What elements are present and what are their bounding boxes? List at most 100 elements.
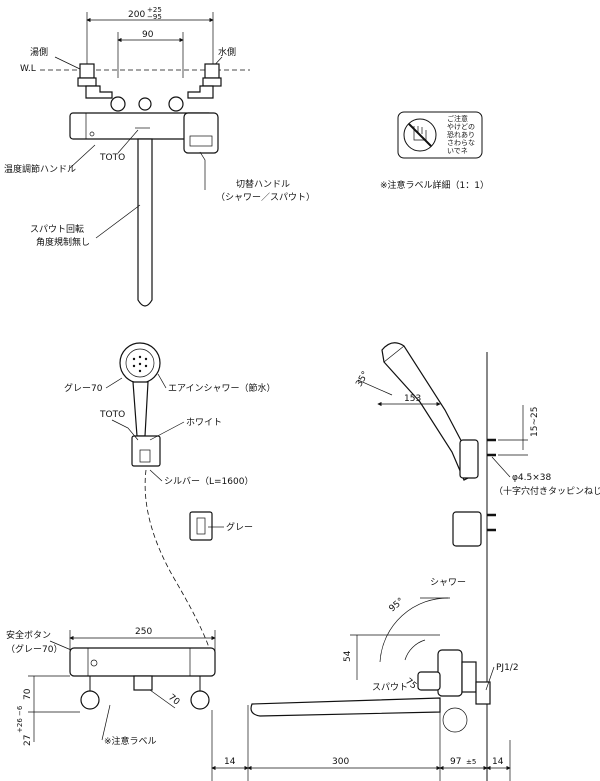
- hot-union: [79, 63, 95, 79]
- cold-side-label: 水側: [218, 46, 236, 58]
- caution-detail-caption: ※注意ラベル詳細（1：1）: [380, 179, 489, 191]
- angle70-line: [149, 689, 176, 709]
- holder-detail-slot: [196, 517, 206, 535]
- caution-line-1: ご注意: [447, 114, 468, 123]
- bottom-dimensions: 14 300 97 ±5 14: [211, 705, 511, 781]
- dim-200-tol-minus: −95: [147, 13, 162, 21]
- switch-handle-label: 切替ハンドル: [236, 178, 290, 190]
- nozzle-7: [138, 369, 142, 373]
- top-view: 200 +25 −95 90 W.L 湯側 水側: [4, 6, 315, 307]
- spout-side: [250, 697, 441, 717]
- hot-leader: [54, 56, 83, 71]
- safety-button-sub: （グレー70）: [6, 643, 62, 655]
- dim-70-angle: 70: [166, 693, 181, 708]
- angle-95: 95°: [388, 596, 407, 614]
- prohibit-slash: [408, 123, 432, 147]
- switch-handle-top: [183, 112, 219, 154]
- white-label: ホワイト: [186, 417, 222, 428]
- upper-holder-side: [459, 439, 479, 479]
- dim-250: 250: [135, 627, 152, 637]
- toto-label-shower: TOTO: [99, 410, 125, 420]
- silver-leader: [149, 469, 163, 482]
- dim-153: 153: [404, 394, 421, 404]
- spout-rotation-arc: [404, 639, 426, 661]
- front-outlet: [133, 675, 153, 691]
- screw-label: φ4.5×38: [512, 473, 552, 483]
- dim-27: 27: [23, 735, 33, 746]
- lower-holder-side: [452, 511, 482, 547]
- spout-rotation-label2: 角度規制無し: [36, 236, 90, 248]
- angle35-line: [357, 379, 393, 396]
- toto-leader: [117, 129, 139, 154]
- dim-200: 200: [128, 10, 145, 20]
- switch-handle-window: [189, 135, 213, 147]
- gray70-leader: [105, 377, 123, 389]
- wl-label: W.L: [20, 64, 36, 74]
- hot-eccentric-front: [80, 690, 100, 710]
- dim-14-left: 14: [224, 757, 236, 767]
- shower-face-side: [383, 345, 405, 363]
- shower-face: [125, 348, 155, 378]
- temp-leader: [69, 144, 96, 169]
- spout-joint: [138, 97, 152, 111]
- shower-label: シャワー: [430, 578, 466, 588]
- shower-hose: [144, 469, 213, 661]
- nozzle-3: [144, 357, 148, 361]
- no-touch-icon: [403, 118, 437, 152]
- nozzle-1: [132, 357, 136, 361]
- shower-rotation-arc: [379, 597, 451, 663]
- switch-handle-sub: （シャワー／スパウト）: [216, 192, 315, 203]
- holder-detail: [189, 511, 213, 541]
- hot-inlet-nut: [110, 96, 126, 112]
- spout-label: スパウト: [372, 682, 408, 693]
- dim-97: 97: [450, 757, 461, 767]
- air-leader: [157, 373, 167, 389]
- cold-inlet-nut: [168, 96, 184, 112]
- caution-label-note: ※注意ラベル: [104, 735, 157, 747]
- screw-leader: [491, 456, 511, 478]
- air-in-shower-label: エアインシャワー（節水）: [168, 382, 276, 394]
- safety-button-label: 安全ボタン: [6, 629, 51, 641]
- hot-union-nut: [77, 77, 97, 87]
- spout-rotation-label1: スパウト回転: [30, 224, 84, 235]
- body-dot: [89, 131, 95, 137]
- caution-label-frame: [397, 111, 483, 159]
- hot-elbow: [85, 85, 113, 99]
- switch-leader: [199, 151, 206, 190]
- pj-leader: [485, 666, 495, 691]
- cold-elbow: [187, 85, 214, 99]
- nozzle-4: [132, 364, 136, 368]
- pj-label: PJ1/2: [496, 663, 519, 673]
- safety-button: [90, 659, 98, 667]
- dim-70: 70: [23, 688, 33, 700]
- nozzle-2: [138, 355, 142, 359]
- caution-label-detail: ご注意 やけどの 恐れあり さわらな いでネ ※注意ラベル詳細（1：1）: [380, 111, 489, 191]
- white-leader: [149, 421, 185, 441]
- silver-hose-label: シルバー（L=1600）: [164, 476, 253, 487]
- nozzle-5: [138, 362, 142, 366]
- shower-view: グレー70 エアインシャワー（節水） TOTO ホワイト シルバー（L=1600…: [64, 342, 276, 661]
- shower-holder: [131, 435, 161, 467]
- front-view: 安全ボタン （グレー70） 250 70 70 27 +26 −6 ※注意ラベル: [6, 627, 216, 747]
- caution-line-2: やけどの: [447, 123, 475, 131]
- spout-top: [137, 138, 153, 307]
- mixer-body-side: [437, 649, 463, 697]
- toto-shower-leader: [111, 419, 139, 441]
- toto-label-top: TOTO: [99, 153, 125, 163]
- dim-200-tol-plus: +25: [147, 6, 162, 14]
- mixer-body-front: [69, 647, 216, 677]
- dim-15-25: 15~25: [530, 407, 540, 437]
- nozzle-6: [144, 364, 148, 368]
- dim-14-right: 14: [492, 757, 504, 767]
- dim-27-tol: +26 −6: [16, 705, 24, 733]
- hot-side-label: 湯側: [30, 46, 48, 58]
- cold-union-nut: [202, 77, 222, 87]
- dim-97-tol: ±5: [466, 758, 476, 766]
- side-union: [461, 661, 477, 693]
- dim-54: 54: [343, 650, 353, 662]
- cold-eccentric-front: [190, 690, 210, 710]
- spout-leader: [95, 204, 141, 239]
- caution-line-3: 恐れあり: [447, 131, 475, 139]
- temp-handle-label: 温度調節ハンドル: [4, 163, 76, 175]
